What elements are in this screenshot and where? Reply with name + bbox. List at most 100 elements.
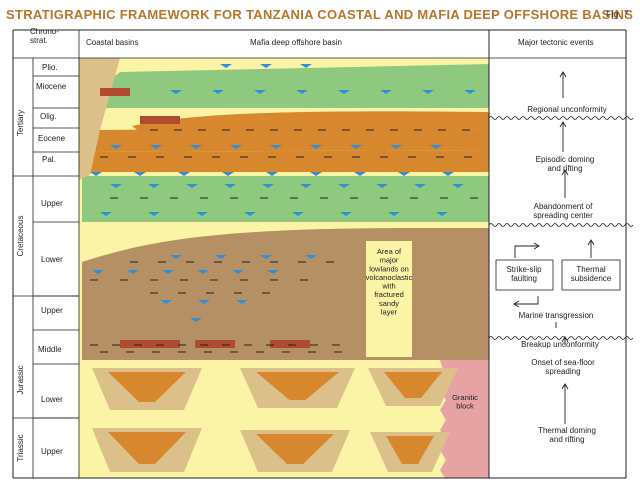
water-symbol bbox=[270, 145, 282, 149]
water-symbol bbox=[262, 184, 274, 188]
decor-group bbox=[90, 64, 478, 353]
water-symbol bbox=[338, 184, 350, 188]
water-symbol bbox=[267, 270, 279, 274]
layer-group bbox=[79, 58, 489, 478]
water-symbol bbox=[380, 90, 392, 94]
eocene-orange-layer bbox=[86, 128, 489, 152]
water-symbol bbox=[230, 145, 242, 149]
epoch-eocene: Eocene bbox=[38, 134, 66, 143]
red-lens bbox=[140, 116, 180, 124]
event-arrows bbox=[513, 71, 595, 424]
water-symbol bbox=[215, 255, 227, 259]
water-symbol bbox=[148, 212, 160, 216]
text-line: major bbox=[380, 256, 399, 265]
period-cretaceous: Cretaceous bbox=[16, 216, 25, 257]
period-triassic: Triassic bbox=[16, 434, 25, 461]
rift-basin-fill bbox=[384, 372, 442, 398]
text-line: fractured bbox=[374, 290, 404, 299]
water-symbol bbox=[350, 145, 362, 149]
epoch-jurassic-lower: Lower bbox=[41, 395, 63, 404]
water-symbol bbox=[305, 255, 317, 259]
event-regional-unconformity: Regional unconformity bbox=[527, 105, 607, 114]
brown-wedge-layer bbox=[82, 228, 414, 360]
miocene-green-layer bbox=[90, 64, 489, 108]
text-line: Onset of sea-floor bbox=[531, 358, 595, 367]
water-symbol bbox=[170, 255, 182, 259]
water-symbol bbox=[338, 90, 350, 94]
arrow-head bbox=[561, 336, 569, 343]
arrow-head bbox=[559, 71, 567, 78]
epoch-jurassic-middle: Middle bbox=[38, 345, 62, 354]
water-symbol bbox=[198, 300, 210, 304]
water-symbol bbox=[100, 212, 112, 216]
arrow-head bbox=[561, 169, 569, 176]
water-symbol bbox=[300, 64, 312, 68]
red-lens bbox=[195, 340, 235, 348]
rift-basin-fill bbox=[108, 432, 186, 464]
water-symbol bbox=[196, 212, 208, 216]
water-symbol bbox=[452, 184, 464, 188]
water-symbol bbox=[354, 172, 366, 176]
arrow-loop bbox=[514, 245, 538, 258]
text-line: spreading center bbox=[533, 211, 593, 220]
water-symbol bbox=[292, 212, 304, 216]
water-symbol bbox=[197, 270, 209, 274]
lowlands-box bbox=[366, 241, 412, 357]
epoch-oligocene: Olig. bbox=[40, 112, 56, 121]
water-symbol bbox=[464, 90, 476, 94]
header-offshore: Mafia deep offshore basin bbox=[250, 38, 342, 47]
water-symbol bbox=[90, 172, 102, 176]
water-symbol bbox=[430, 145, 442, 149]
text-line: faulting bbox=[511, 274, 537, 283]
text-line: Granitic bbox=[452, 393, 478, 402]
epoch-cretaceous-upper: Upper bbox=[41, 199, 63, 208]
brown-right-block bbox=[413, 228, 489, 360]
text-line: lowlands on bbox=[369, 264, 409, 273]
header-coastal: Coastal basins bbox=[86, 38, 138, 47]
text-line: and rifting bbox=[549, 435, 584, 444]
text-line: volcanoclastic bbox=[366, 273, 413, 282]
arrow-head bbox=[587, 239, 595, 246]
grid-lines bbox=[12, 29, 634, 479]
text-line: Thermal doming bbox=[538, 426, 596, 435]
water-symbol bbox=[148, 184, 160, 188]
water-symbol bbox=[160, 300, 172, 304]
strike-slip-box bbox=[495, 259, 554, 291]
thermal-subsidence-box bbox=[561, 259, 621, 291]
text-line: and rifting bbox=[547, 164, 582, 173]
water-symbol bbox=[110, 184, 122, 188]
rift-basin-fill bbox=[108, 372, 186, 402]
water-symbol bbox=[127, 270, 139, 274]
text-line: Episodic doming bbox=[536, 155, 595, 164]
epoch-miocene: Miocene bbox=[36, 82, 67, 91]
text-line: sandy bbox=[379, 299, 399, 308]
period-jurassic: Jurassic bbox=[16, 365, 25, 394]
epoch-paleocene: Pal. bbox=[42, 155, 56, 164]
period-tertiary: Tertiary bbox=[16, 110, 25, 136]
water-symbol bbox=[220, 64, 232, 68]
water-symbol bbox=[376, 184, 388, 188]
water-symbol bbox=[300, 184, 312, 188]
water-symbol bbox=[134, 172, 146, 176]
unconformity-line bbox=[488, 223, 634, 227]
arrow-head bbox=[559, 121, 567, 128]
upper-cretaceous-green-layer bbox=[82, 176, 489, 222]
header-events: Major tectonic events bbox=[518, 38, 594, 47]
water-symbol bbox=[390, 145, 402, 149]
unconformity-line bbox=[488, 116, 634, 120]
water-symbol bbox=[186, 184, 198, 188]
water-symbol bbox=[414, 184, 426, 188]
water-symbol bbox=[212, 90, 224, 94]
unconformity-line bbox=[488, 336, 634, 340]
epoch-cretaceous-lower: Lower bbox=[41, 255, 63, 264]
text-line: Thermal bbox=[576, 265, 606, 274]
water-symbol bbox=[222, 172, 234, 176]
water-symbol bbox=[442, 172, 454, 176]
